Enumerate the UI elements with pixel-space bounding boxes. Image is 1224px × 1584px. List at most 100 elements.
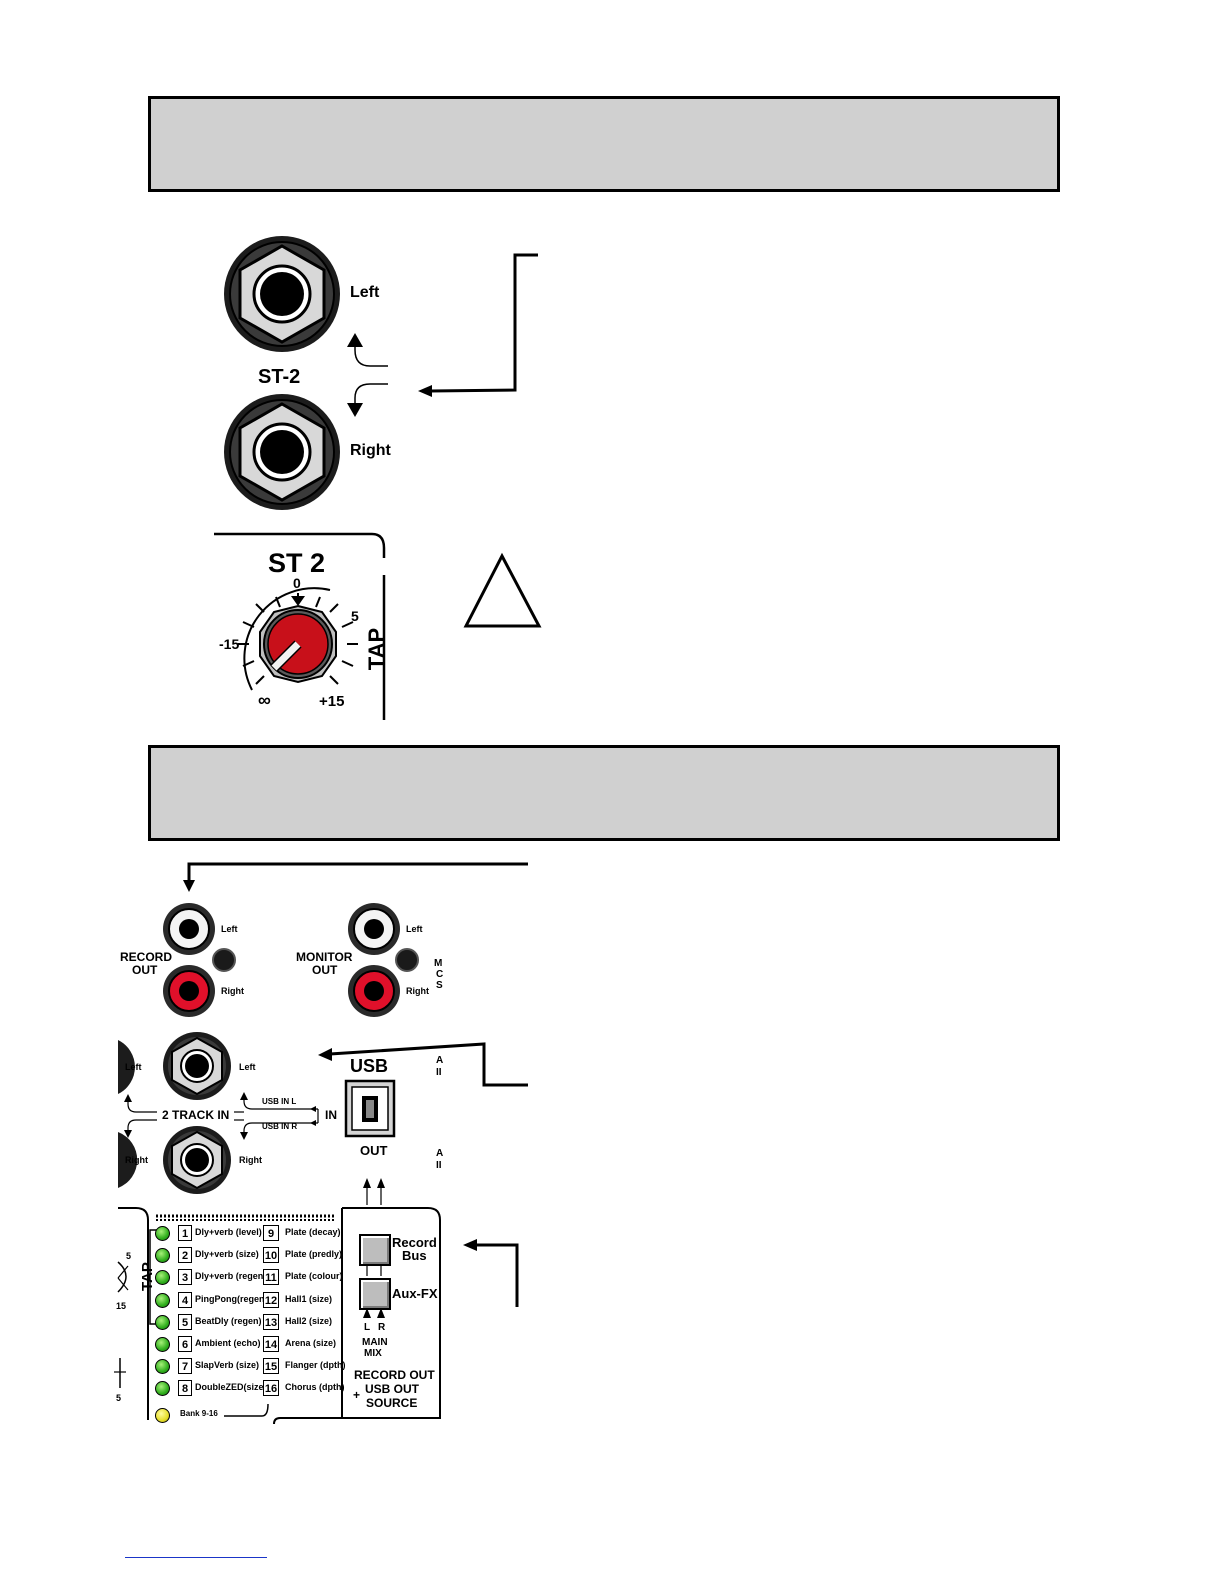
preset-name-2: Plate (decay) bbox=[285, 1227, 341, 1237]
fx-side-5a: 5 bbox=[126, 1251, 132, 1261]
rca-record-left-jack bbox=[163, 903, 215, 955]
preset-led bbox=[155, 1292, 170, 1308]
monitor-out-right-label: Right bbox=[406, 986, 429, 996]
preset-number-2: 13 bbox=[263, 1313, 279, 1330]
rca-record-right-jack bbox=[163, 965, 215, 1017]
usb-out-label: OUT bbox=[360, 1143, 388, 1158]
track-in-label: 2 TRACK IN bbox=[162, 1108, 230, 1122]
preset-number-2: 9 bbox=[263, 1225, 279, 1241]
preset-number-2: 15 bbox=[263, 1358, 279, 1375]
record-out-label-1: RECORD bbox=[120, 950, 173, 964]
preset-name: BeatDly (regen) bbox=[195, 1315, 262, 1326]
track-in-left-label: Left bbox=[239, 1062, 256, 1072]
st2-knob-scale-inf: ∞ bbox=[258, 690, 271, 710]
preset-number-2: 10 bbox=[263, 1247, 279, 1264]
preset-number: 4 bbox=[178, 1291, 192, 1308]
main-mix-label-1: MAIN bbox=[362, 1337, 388, 1348]
preset-number: 5 bbox=[178, 1313, 192, 1330]
preset-name-2: Flanger (dpth) bbox=[285, 1360, 346, 1371]
preset-name: SlapVerb (size) bbox=[195, 1360, 260, 1371]
st2-knob-scale-5: 5 bbox=[351, 608, 359, 624]
track-in-outer-left-label: Left bbox=[125, 1062, 142, 1072]
preset-name-2: Hall2 (size) bbox=[285, 1315, 333, 1326]
st2-right-label: Right bbox=[350, 442, 391, 459]
preset-number: 1 bbox=[178, 1225, 192, 1241]
record-source-footer-1: RECORD OUT bbox=[354, 1368, 435, 1382]
record-out-label-2: OUT bbox=[132, 963, 158, 977]
preset-name-2: Plate (colour) bbox=[285, 1271, 343, 1282]
rca-monitor-left-jack bbox=[348, 903, 400, 955]
footer-link-underline bbox=[125, 1557, 267, 1558]
bank-led bbox=[155, 1408, 170, 1423]
bank-row: Bank 9-16 bbox=[155, 1406, 345, 1428]
preset-led bbox=[155, 1359, 170, 1375]
preset-name: Dly+verb (level) bbox=[195, 1227, 262, 1237]
edge-fragment-s: S bbox=[436, 980, 443, 991]
st2-knob-scale-zero: 0 bbox=[293, 575, 301, 591]
preset-name-2: Chorus (dpth) bbox=[285, 1382, 345, 1393]
preset-number: 6 bbox=[178, 1336, 192, 1352]
preset-number-2: 16 bbox=[263, 1380, 279, 1397]
monitor-out-label-2: OUT bbox=[312, 963, 338, 977]
top-section-banner bbox=[148, 96, 1060, 192]
preset-name: Dly+verb (size) bbox=[195, 1249, 259, 1260]
track-in-right-label: Right bbox=[239, 1155, 262, 1165]
record-out-left-label: Left bbox=[221, 924, 238, 934]
st2-knob-scale-plus15: +15 bbox=[319, 693, 345, 710]
preset-number-2: 12 bbox=[263, 1291, 279, 1308]
track-in-outer-right-label: Right bbox=[125, 1155, 148, 1165]
main-mix-l: L bbox=[364, 1322, 371, 1333]
st2-left-label: Left bbox=[350, 284, 380, 301]
monitor-out-label-1: MONITOR bbox=[296, 950, 353, 964]
main-mix-r: R bbox=[378, 1322, 386, 1333]
aux-fx-button[interactable] bbox=[359, 1278, 391, 1310]
st2-knob-title: ST 2 bbox=[268, 548, 326, 578]
preset-number: 2 bbox=[178, 1247, 192, 1264]
preset-name-2: Arena (size) bbox=[285, 1338, 337, 1348]
preset-number: 7 bbox=[178, 1358, 192, 1375]
edge-fragment-a2: A bbox=[436, 1148, 444, 1159]
record-bus-label-2: Bus bbox=[402, 1248, 427, 1263]
preset-number-2: 14 bbox=[263, 1336, 279, 1352]
record-out-right-label: Right bbox=[221, 986, 244, 996]
preset-number: 3 bbox=[178, 1269, 192, 1286]
st2-knob-scale-minus15: -15 bbox=[219, 636, 240, 652]
fx-side-15: 15 bbox=[116, 1301, 127, 1311]
preset-number: 8 bbox=[178, 1380, 192, 1397]
st2-right-jack bbox=[224, 394, 340, 510]
record-bus-button[interactable] bbox=[359, 1234, 391, 1266]
edge-fragment-i2: II bbox=[436, 1160, 442, 1171]
rca-monitor-right-jack bbox=[348, 965, 400, 1017]
record-bus-label-1: Record bbox=[392, 1235, 437, 1250]
main-mix-label-2: MIX bbox=[364, 1348, 382, 1359]
usb-title: USB bbox=[350, 1056, 389, 1076]
preset-name-2: Plate (predly) bbox=[285, 1249, 343, 1260]
preset-led bbox=[155, 1226, 170, 1241]
fx-side-5b: 5 bbox=[116, 1393, 122, 1403]
preset-led bbox=[155, 1248, 170, 1264]
record-source-footer-plus: + bbox=[353, 1388, 361, 1402]
preset-number-2: 11 bbox=[263, 1269, 279, 1286]
record-source-footer-3: SOURCE bbox=[366, 1396, 418, 1410]
bank-label: Bank 9-16 bbox=[180, 1409, 218, 1418]
edge-fragment-c: C bbox=[436, 969, 444, 980]
usb-in-label: IN bbox=[325, 1108, 337, 1122]
record-source-footer-2: USB OUT bbox=[365, 1382, 419, 1396]
preset-name-2: Hall1 (size) bbox=[285, 1293, 333, 1304]
preset-led bbox=[155, 1337, 170, 1352]
preset-name: Ambient (echo) bbox=[195, 1338, 261, 1348]
fx-tap-label: TAP bbox=[138, 1262, 156, 1291]
preset-led bbox=[155, 1314, 170, 1330]
st2-title: ST-2 bbox=[258, 366, 301, 388]
